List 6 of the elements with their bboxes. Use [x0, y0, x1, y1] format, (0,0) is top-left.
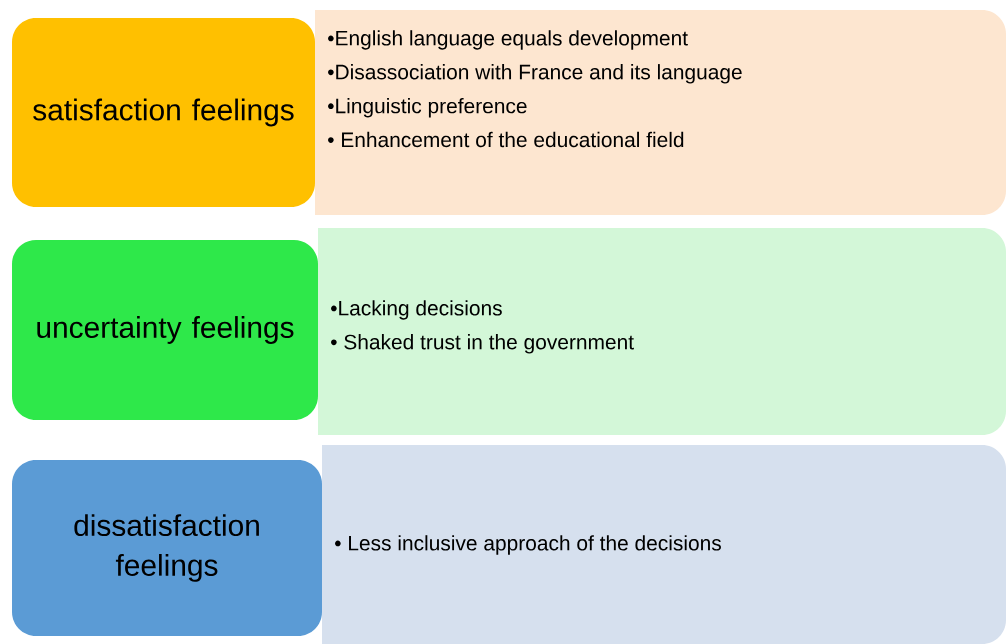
category-box: uncertainty feelings [12, 240, 318, 420]
bullet-panel: •English language equals development •Disassociation with France and its language •Linguistic preference • Enhancement of the educational field [315, 10, 1006, 215]
bullet-panel: •Lacking decisions • Shaked trust in the government [318, 228, 1006, 435]
category-box: satisfaction feelings [12, 18, 315, 207]
bullet-panel: • Less inclusive approach of the decisions [322, 445, 1006, 644]
category-box: dissatisfaction feelings [12, 460, 322, 636]
